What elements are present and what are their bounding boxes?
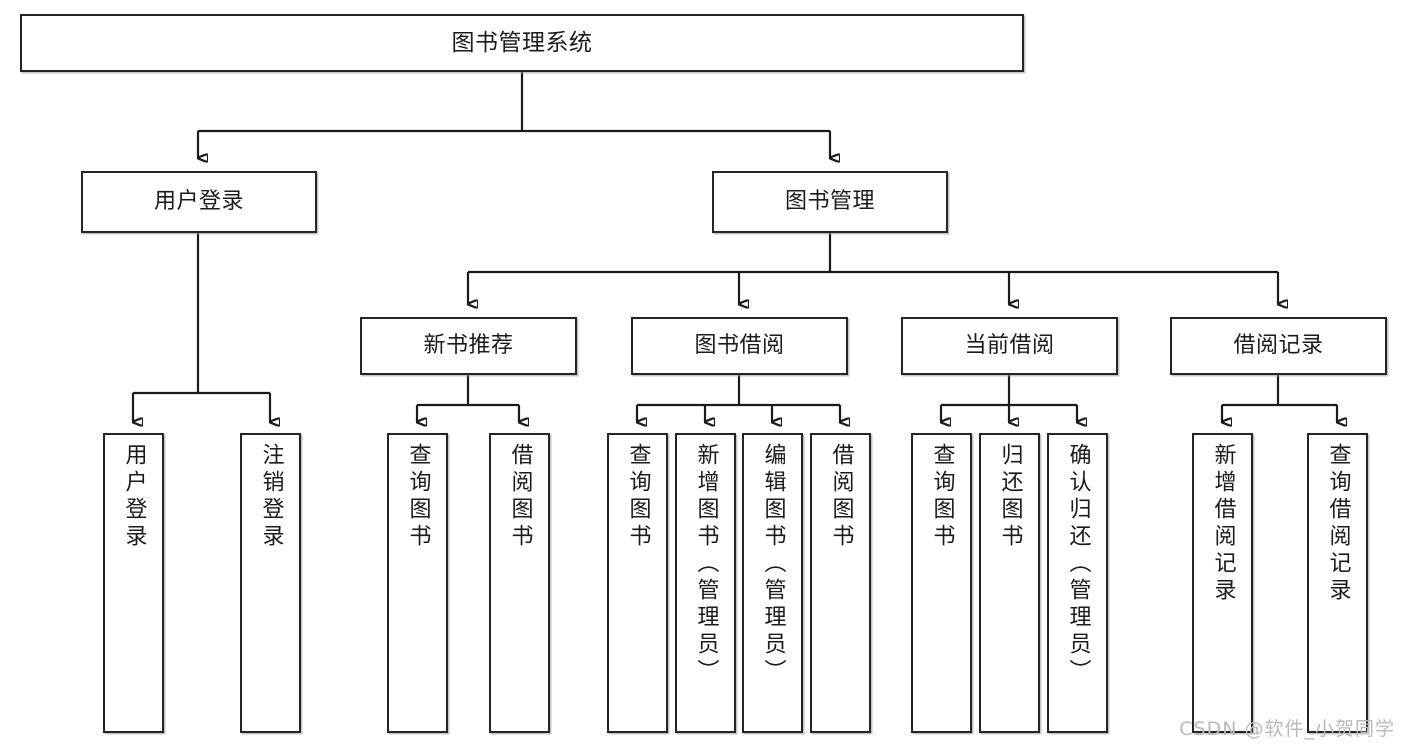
edge-root-to-level2 xyxy=(196,72,830,158)
leaf-return-book[interactable]: 归还图书 xyxy=(979,433,1040,733)
node-label: 借阅记录 xyxy=(1233,333,1324,359)
leaf-borrow-book-recommend[interactable]: 借阅图书 xyxy=(489,433,550,733)
node-label: 新增借阅记录 xyxy=(1210,443,1236,605)
node-label: 注销登录 xyxy=(258,443,284,551)
node-book-borrow[interactable]: 图书借阅 xyxy=(631,317,848,375)
leaf-query-book-borrow[interactable]: 查询图书 xyxy=(607,433,668,733)
node-book-management-system[interactable]: 图书管理系统 xyxy=(20,14,1024,72)
leaf-query-book-recommend[interactable]: 查询图书 xyxy=(387,433,448,733)
node-label: 用户登录 xyxy=(153,189,244,215)
edge-book-management-to-level3 xyxy=(466,233,1278,304)
node-label: 归还图书 xyxy=(997,443,1023,551)
leaf-edit-book[interactable]: 编辑图书（管理员） xyxy=(742,433,803,733)
edge-user-login-to-leaves xyxy=(131,233,270,422)
leaf-add-book[interactable]: 新增图书（管理员） xyxy=(675,433,736,733)
node-label: 用户登录 xyxy=(121,443,147,551)
node-label: 借阅图书 xyxy=(507,443,533,551)
node-label: 查询图书 xyxy=(929,443,955,551)
leaf-user-login[interactable]: 用户登录 xyxy=(103,433,164,733)
node-label: 图书管理系统 xyxy=(451,29,593,56)
node-current-borrow[interactable]: 当前借阅 xyxy=(901,317,1118,375)
edge-book-borrow-to-leaves xyxy=(635,375,840,422)
node-new-book-recommend[interactable]: 新书推荐 xyxy=(360,317,577,375)
edge-borrow-record-to-leaves xyxy=(1220,375,1337,422)
edge-new-book-recommend-to-leaves xyxy=(415,375,519,422)
leaf-add-borrow-record[interactable]: 新增借阅记录 xyxy=(1192,433,1253,733)
leaf-borrow-book[interactable]: 借阅图书 xyxy=(810,433,871,733)
node-book-management[interactable]: 图书管理 xyxy=(712,171,948,233)
node-label: 图书管理 xyxy=(784,189,875,215)
node-label: 新书推荐 xyxy=(423,333,514,359)
node-label: 编辑图书（管理员） xyxy=(760,443,786,686)
edge-current-borrow-to-leaves xyxy=(939,375,1077,422)
node-label: 查询图书 xyxy=(405,443,431,551)
node-label: 新增图书（管理员） xyxy=(693,443,719,686)
node-label: 图书借阅 xyxy=(694,333,785,359)
node-label: 借阅图书 xyxy=(828,443,854,551)
leaf-user-logout[interactable]: 注销登录 xyxy=(240,433,301,733)
node-label: 当前借阅 xyxy=(964,333,1055,359)
leaf-confirm-return[interactable]: 确认归还（管理员） xyxy=(1047,433,1108,733)
node-borrow-record[interactable]: 借阅记录 xyxy=(1170,317,1387,375)
node-label: 查询图书 xyxy=(625,443,651,551)
leaf-query-book-current[interactable]: 查询图书 xyxy=(911,433,972,733)
node-label: 确认归还（管理员） xyxy=(1065,443,1091,686)
node-user-login[interactable]: 用户登录 xyxy=(81,171,317,233)
leaf-query-borrow-record[interactable]: 查询借阅记录 xyxy=(1307,433,1368,733)
node-label: 查询借阅记录 xyxy=(1325,443,1351,605)
csdn-watermark: CSDN @软件_小贺同学 xyxy=(1179,718,1395,740)
